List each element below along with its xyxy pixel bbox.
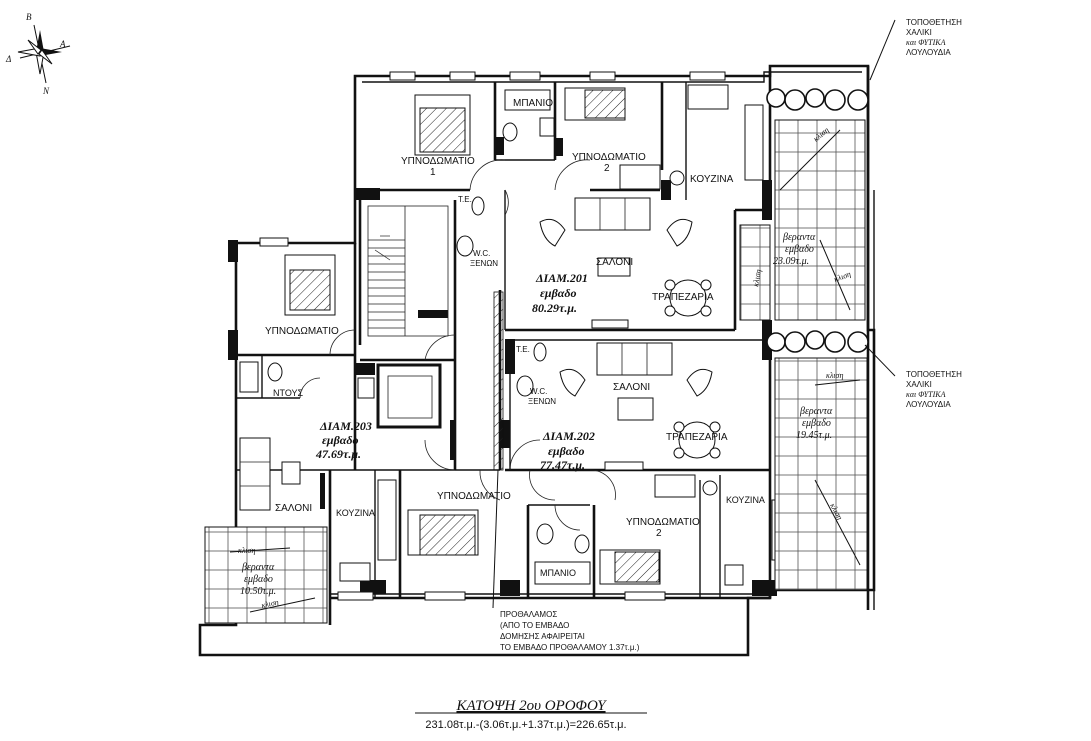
veranda-201-tiles — [774, 119, 866, 321]
veranda-201-area-label: εμβαδο — [785, 244, 814, 255]
room-label-apt202-wc: W.C. — [530, 387, 547, 396]
room-label-apt201-bedroom2-num: 2 — [604, 163, 610, 174]
room-label-apt203-bedroom: ΥΠΝΟΔΩΜΑΤΙΟ — [265, 326, 339, 337]
planting-note-top-line2: ΧΑΛΙΚΙ — [906, 28, 932, 37]
veranda-202-tiles — [774, 357, 868, 591]
room-label-apt202-dining: ΤΡΑΠΕΖΑΡΙΑ — [666, 432, 728, 443]
veranda-203-area-label: εμβαδο — [244, 574, 273, 585]
room-label-apt202-te: Τ.Ε. — [516, 345, 530, 354]
veranda-201-area-value: 23.09τ.μ. — [773, 256, 809, 267]
room-label-apt202-wc-guest: ΞΕΝΩΝ — [528, 397, 556, 406]
slope-label-6: κλιση — [238, 546, 255, 555]
room-label-apt203-shower: ΝΤΟΥΣ — [273, 388, 304, 398]
room-label-apt201-wc: W.C. — [473, 249, 490, 258]
apt201-name: ΔΙΑΜ.201 — [535, 271, 588, 285]
planting-note-top-line3: και ΦΥΤΙΚΑ — [906, 38, 946, 47]
apt203-area-label: εμβαδο — [322, 433, 359, 447]
planting-note-mid-line3: και ΦΥΤΙΚΑ — [906, 390, 946, 399]
planting-note-top-line1: ΤΟΠΟΘΕΤΗΣΗ — [906, 18, 962, 27]
drawing-title: ΚΑΤΟΨΗ 2ου ΟΡΟΦΟΥ — [455, 698, 607, 714]
slope-label-2: κλιση — [751, 269, 763, 288]
room-label-apt202-bath: ΜΠΑΝΙΟ — [540, 568, 576, 578]
slope-arrows — [229, 129, 861, 613]
apt202-name: ΔΙΑΜ.202 — [542, 429, 595, 443]
planting-note-top-line4: ΛΟΥΛΟΥΔΙΑ — [906, 48, 951, 57]
room-label-apt203-kitchen: ΚΟΥΖΙΝΑ — [336, 508, 375, 518]
room-label-apt202-bedroom2-num: 2 — [656, 528, 662, 539]
compass-east-label: Α — [59, 39, 66, 49]
apt203-name: ΔΙΑΜ.203 — [319, 419, 372, 433]
planting-note-mid-line1: ΤΟΠΟΘΕΤΗΣΗ — [906, 370, 962, 379]
veranda-202-area-value: 19.45τ.μ. — [796, 430, 832, 441]
apt202-area-label: εμβαδο — [548, 444, 585, 458]
compass-north-label: Β — [26, 12, 32, 22]
fixtures — [239, 84, 791, 586]
room-label-apt201-wc-guest: ΞΕΝΩΝ — [470, 259, 498, 268]
room-label-apt202-living: ΣΑΛΟΝΙ — [613, 382, 650, 393]
apt201-area-label: εμβαδο — [540, 286, 577, 300]
veranda-201-side-tiles — [739, 224, 771, 321]
veranda-203-area-value: 10.50τ.μ. — [240, 586, 276, 597]
room-label-apt201-living: ΣΑΛΟΝΙ — [596, 257, 633, 268]
beds — [284, 87, 661, 585]
compass-west-label: Δ — [5, 54, 11, 64]
room-label-apt202-bedroom2: ΥΠΝΟΔΩΜΑΤΙΟ — [626, 517, 700, 528]
compass-rose-icon: Β Α Δ Ν — [5, 12, 71, 96]
room-label-apt201-te: Τ.Ε. — [458, 195, 472, 204]
room-label-apt201-kitchen: ΚΟΥΖΙΝΑ — [690, 174, 734, 185]
veranda-202-area-label: εμβαδο — [802, 418, 831, 429]
veranda-203-tiles — [204, 526, 328, 624]
interior-walls — [236, 72, 772, 625]
prothalamos-strip — [493, 291, 504, 471]
area-calculation: 231.08τ.μ.-(3.06τ.μ.+1.37τ.μ.)=226.65τ.μ… — [425, 719, 626, 731]
planting-note-mid-line2: ΧΑΛΙΚΙ — [906, 380, 932, 389]
apt202-area-value: 77.47τ.μ. — [540, 458, 585, 472]
compass-south-label: Ν — [42, 86, 50, 96]
room-label-apt202-bedroom1: ΥΠΝΟΔΩΜΑΤΙΟ — [437, 491, 511, 502]
room-label-apt202-kitchen: ΚΟΥΖΙΝΑ — [726, 495, 765, 505]
projection-note-line4: ΤΟ ΕΜΒΑΔΟ ΠΡΟΘΑΛΑΜΟΥ 1.37τ.μ.) — [500, 643, 640, 652]
room-label-apt201-dining: ΤΡΑΠΕΖΑΡΙΑ — [652, 292, 714, 303]
room-label-apt201-bedroom1-num: 1 — [430, 167, 436, 178]
slope-label-7: κλιση — [261, 598, 280, 610]
stair-and-elevator — [357, 205, 456, 460]
projection-note-line3: ΔΟΜΗΣΗΣ ΑΦΑΙΡΕΙΤΑΙ — [500, 632, 585, 641]
projection-note-line2: (ΑΠΟ ΤΟ ΕΜΒΑΔΟ — [500, 621, 569, 630]
apt201-area-value: 80.29τ.μ. — [532, 301, 577, 315]
room-label-apt203-living: ΣΑΛΟΝΙ — [275, 503, 312, 514]
living-furniture — [239, 197, 721, 511]
room-label-apt201-bedroom1: ΥΠΝΟΔΩΜΑΤΙΟ — [401, 156, 475, 167]
projection-note-line1: ΠΡΟΘΑΛΑΜΟΣ — [500, 610, 557, 619]
room-label-apt201-bath: ΜΠΑΝΙΟ — [513, 98, 553, 109]
door-swings — [299, 159, 616, 531]
veranda-201-title: βεραντα — [782, 232, 816, 243]
veranda-203-title: βεραντα — [241, 562, 275, 573]
planting-note-mid-line4: ΛΟΥΛΟΥΔΙΑ — [906, 400, 951, 409]
room-label-apt201-bedroom2: ΥΠΝΟΔΩΜΑΤΙΟ — [572, 152, 646, 163]
planter-shrubs — [766, 88, 869, 353]
veranda-202-title: βεραντα — [799, 406, 833, 417]
note-leader-lines — [492, 19, 896, 609]
slope-label-4: κλιση — [826, 371, 843, 380]
apt203-area-value: 47.69τ.μ. — [315, 447, 361, 461]
